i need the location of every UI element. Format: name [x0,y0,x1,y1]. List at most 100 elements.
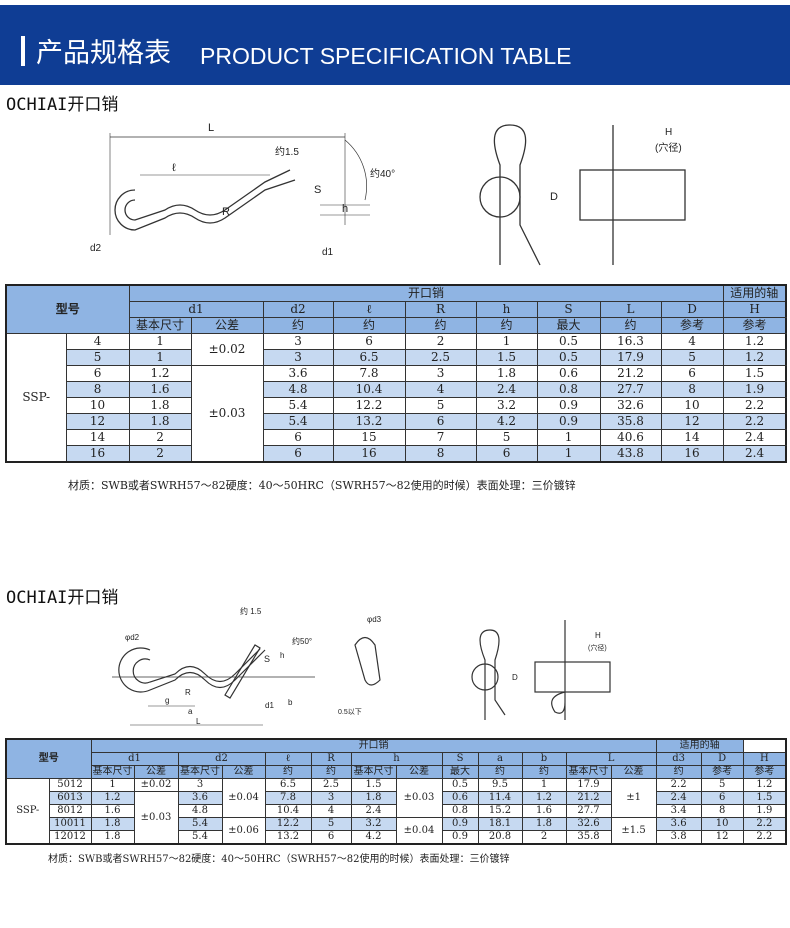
table-cell: 2.4 [350,804,397,818]
column-header: d3 [655,752,702,766]
table-cell: 17.9 [599,349,662,366]
label-L: L [208,122,214,134]
table-cell: 1.2 [742,778,787,792]
sub-header: 约 [264,765,312,779]
sub-header: 最大 [536,317,601,334]
table-cell: 3 [404,365,477,382]
table-cell: 0.9 [536,413,601,430]
column-header: ℓ [264,752,312,766]
column-header: L [565,752,657,766]
table-cell: 32.6 [565,817,612,831]
model-prefix: SSP- [5,333,67,463]
label-a: a [188,707,193,716]
table-cell: ±1 [610,778,657,818]
table-cell: 2.5 [310,778,352,792]
table-cell: 35.8 [565,830,612,845]
table-cell: 1 [536,445,601,463]
table-cell: 1.8 [128,413,192,430]
label-g: g [165,696,169,705]
table-cell: 2 [521,830,567,845]
model-number: 10 [65,397,130,414]
table-cell: 5 [700,778,744,792]
table-cell: 21.2 [599,365,662,382]
table-cell: 1.5 [722,365,787,382]
table-cell: 0.6 [441,791,479,805]
model-number: 6013 [48,791,92,805]
table-cell: 10 [660,397,724,414]
table-cell: 3 [262,349,334,366]
label-L: L [196,717,201,726]
model-number: 10011 [48,817,92,831]
model-header: 型号 [5,738,92,779]
table-cell: 0.9 [441,830,479,845]
label-angle: 约40° [370,167,395,180]
table-cell: 6.5 [332,349,406,366]
model-number: 5 [65,349,130,366]
label-b: b [288,698,293,707]
table-cell: 1 [536,429,601,446]
table-cell: 10.4 [332,381,406,398]
table-cell: 1.8 [128,397,192,414]
label-R: R [222,206,230,218]
table-cell: 12.2 [264,817,312,831]
sub-header: 约 [599,317,662,334]
table-cell: 2.4 [475,381,538,398]
table-cell: 1.5 [742,791,787,805]
sub-header: 约 [477,765,523,779]
label-H: H [665,127,672,138]
table-cell: ±0.02 [190,333,264,366]
table-cell: ±0.02 [133,778,179,792]
sub-header: 约 [521,765,567,779]
label-approx15: 约1.5 [275,145,299,158]
table-cell: 15.2 [477,804,523,818]
model-number: 14 [65,429,130,446]
label-h: h [280,651,284,660]
sub-header: 公差 [221,765,266,779]
model-prefix: SSP- [5,778,50,845]
table-cell: 12 [700,830,744,845]
header-row: 型号开口销适用的轴 [5,284,787,334]
group-header: 开口销 [90,738,657,753]
table-cell: 35.8 [599,413,662,430]
table-cell: 5.4 [262,397,334,414]
label-S: S [264,654,270,664]
table-cell: 2.2 [722,413,787,430]
sub-header: 基本尺寸 [177,765,223,779]
table-cell: 6 [404,413,477,430]
table-cell: 2.2 [742,817,787,831]
table-cell: 2 [128,429,192,446]
sub-header: 公差 [610,765,657,779]
table-cell: 5 [310,817,352,831]
table-cell: 1 [521,778,567,792]
label-D: D [512,673,518,682]
banner-accent-bar [21,36,25,66]
table-cell: 13.2 [264,830,312,845]
model-number: 6 [65,365,130,382]
table-cell: 5.4 [177,830,223,845]
sub-header: 约 [310,765,352,779]
table-cell: 17.9 [565,778,612,792]
table-cell: 1.6 [90,804,135,818]
column-header: H [742,752,787,766]
table-cell: 6 [332,333,406,350]
table-cell: 2.2 [722,397,787,414]
table-cell: 3.2 [475,397,538,414]
table-cell: 1.6 [521,804,567,818]
column-header: ℓ [332,301,406,318]
table-cell: 0.9 [536,397,601,414]
table-cell: 9.5 [477,778,523,792]
column-header: d1 [90,752,179,766]
table-cell: 6 [262,445,334,463]
table-cell: 8 [700,804,744,818]
table-cell: 16 [332,445,406,463]
label-h: h [342,203,348,215]
table-cell: 43.8 [599,445,662,463]
table-cell: 1.8 [90,830,135,845]
column-header: D [700,752,744,766]
sub-header: 约 [404,317,477,334]
